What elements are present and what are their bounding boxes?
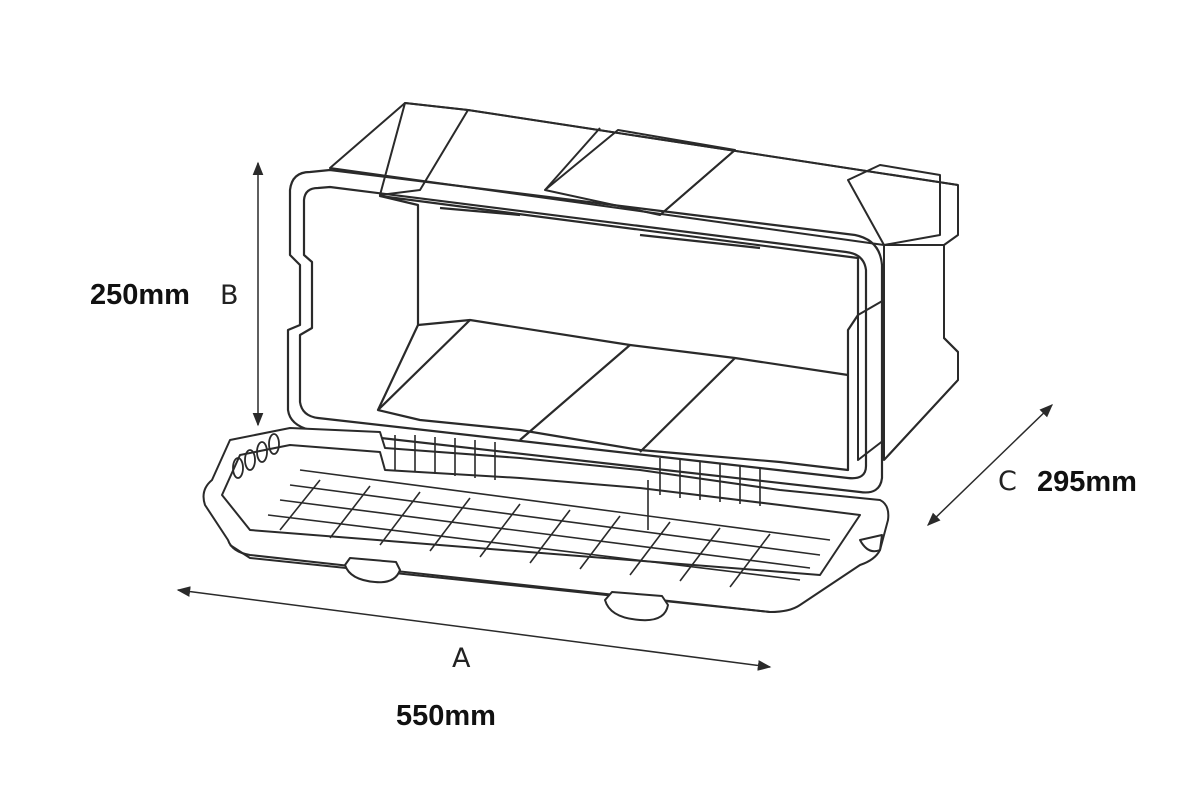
height-value: 250mm bbox=[90, 279, 190, 311]
height-letter: B bbox=[220, 280, 239, 311]
depth-letter: C bbox=[998, 466, 1017, 497]
width-arrow bbox=[176, 586, 772, 671]
width-letter: A bbox=[452, 643, 471, 674]
depth-value: 295mm bbox=[1037, 466, 1137, 498]
depth-arrow bbox=[927, 404, 1053, 526]
box-body bbox=[329, 102, 959, 461]
box-front-frame bbox=[286, 168, 884, 494]
dimension-arrows bbox=[176, 161, 1053, 671]
width-value: 550mm bbox=[396, 700, 496, 732]
